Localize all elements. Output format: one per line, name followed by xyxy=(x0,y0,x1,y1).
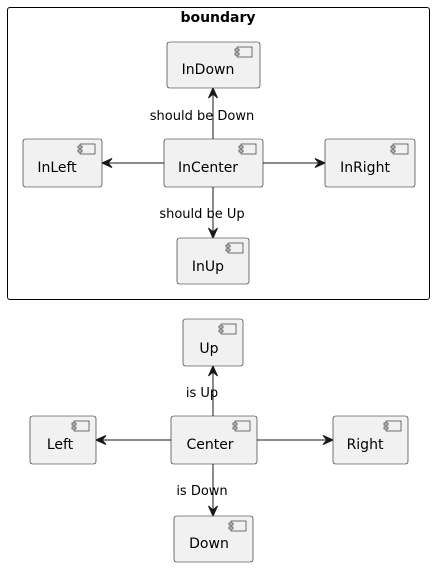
edge-incenter-inright xyxy=(263,158,327,168)
component-label: InUp xyxy=(192,259,224,275)
component-icon xyxy=(390,143,409,155)
component-icon xyxy=(232,420,251,432)
component-icon xyxy=(228,520,247,532)
edge-center-up: is Up xyxy=(186,364,218,416)
component-indown: InDown xyxy=(166,41,261,89)
edge-incenter-inup: should be Up xyxy=(159,187,245,240)
edge-center-down: is Down xyxy=(176,464,228,518)
arrowhead-right xyxy=(322,435,335,445)
edge-incenter-inleft xyxy=(100,158,164,168)
component-label: Left xyxy=(47,437,74,453)
component-icon xyxy=(225,242,244,254)
component-icon xyxy=(218,323,237,335)
component-label: Center xyxy=(186,437,233,453)
component-left: Left xyxy=(29,415,97,465)
edge-label-should-be-up: should be Up xyxy=(159,207,244,222)
arrowhead-up xyxy=(208,86,218,99)
edge-center-right xyxy=(257,435,335,445)
component-inup: InUp xyxy=(176,237,250,285)
component-right: Right xyxy=(332,415,409,465)
component-down: Down xyxy=(173,515,254,563)
edge-incenter-indown: should be Down xyxy=(150,86,254,139)
component-up: Up xyxy=(182,318,244,367)
component-icon xyxy=(71,420,90,432)
component-label: InRight xyxy=(340,160,390,176)
component-label: InCenter xyxy=(178,160,238,176)
arrowhead-up xyxy=(208,364,218,377)
component-label: Down xyxy=(189,536,229,552)
component-icon xyxy=(238,143,257,155)
component-incenter: InCenter xyxy=(163,138,264,188)
component-label: Up xyxy=(199,341,218,357)
boundary-title: boundary xyxy=(180,10,255,26)
arrowhead-down xyxy=(208,505,218,518)
arrowhead-left xyxy=(100,158,113,168)
component-label: InLeft xyxy=(37,160,77,176)
edge-label-should-be-down: should be Down xyxy=(150,109,254,124)
component-inleft: InLeft xyxy=(22,138,103,188)
arrowhead-left xyxy=(94,435,107,445)
edge-center-left xyxy=(94,435,171,445)
edge-label-is-down: is Down xyxy=(176,484,227,499)
boundary-frame xyxy=(7,7,430,300)
component-icon xyxy=(77,143,96,155)
component-icon xyxy=(234,46,253,58)
component-center: Center xyxy=(170,415,258,465)
edge-label-is-up: is Up xyxy=(186,386,218,401)
component-icon xyxy=(383,420,402,432)
boundary-package: boundary xyxy=(7,7,430,300)
component-label: Right xyxy=(347,437,384,453)
component-inright: InRight xyxy=(324,138,416,188)
arrowhead-right xyxy=(314,158,327,168)
component-label: InDown xyxy=(182,62,235,78)
arrowhead-down xyxy=(208,227,218,240)
